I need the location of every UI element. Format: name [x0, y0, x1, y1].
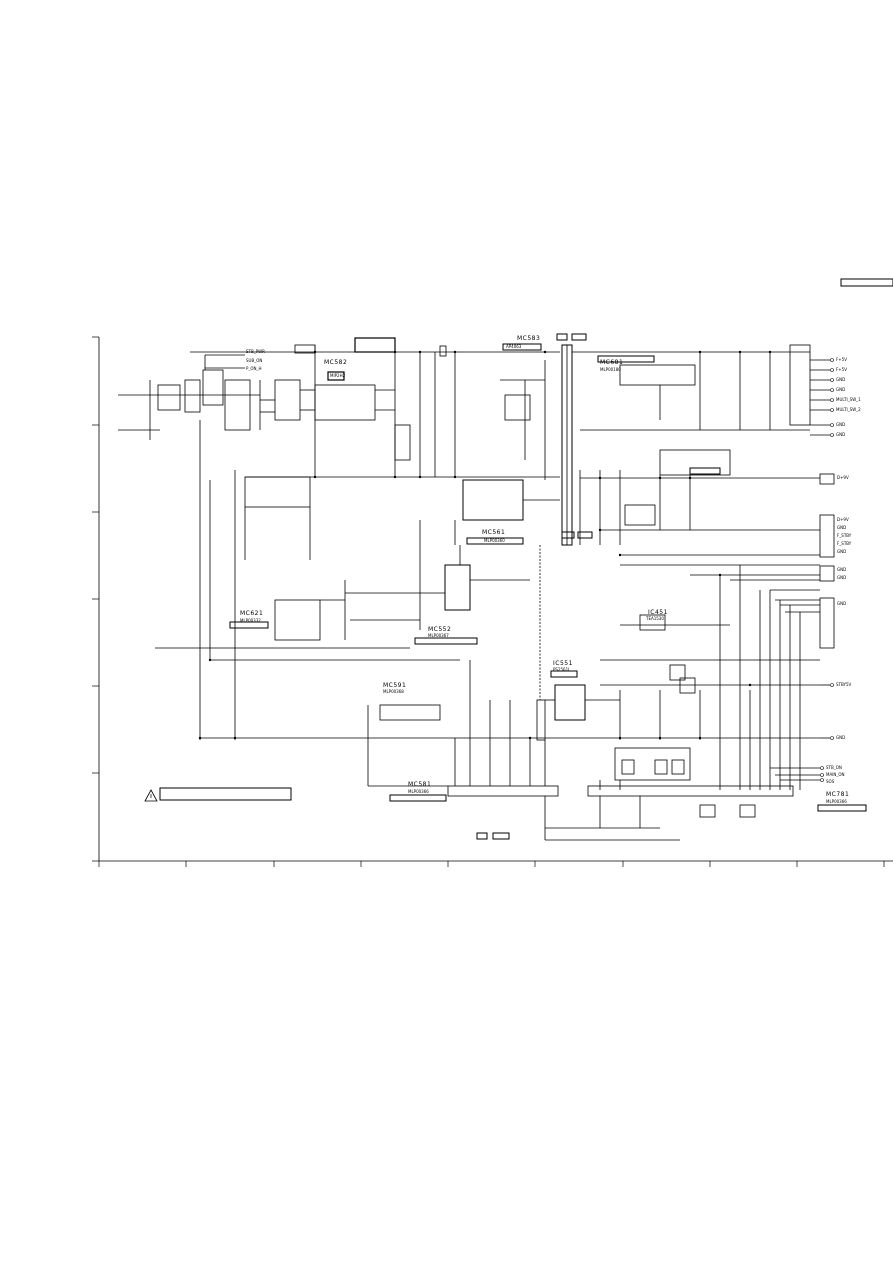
pin-label: GND: [837, 549, 847, 554]
ic-code-mc583: AP4063: [506, 344, 522, 349]
ic-label-mc621: MC621: [240, 610, 264, 617]
ic-label-mc583: MC583: [517, 335, 541, 342]
pin-label: MULTI_SW_2: [836, 407, 861, 412]
ic-label-mc681: MC681: [600, 359, 624, 366]
pin-label: F+5V: [836, 357, 847, 362]
ic-code-mc781: MLP00366: [826, 799, 847, 804]
ic-code-mc552: MLP00367: [428, 633, 449, 638]
pin-label: GND: [836, 377, 846, 382]
ic-label-mc581: MC581: [408, 781, 432, 788]
pin-label: F+5V: [836, 367, 847, 372]
ic-label-ic451: IC451: [648, 609, 668, 616]
pin-label: GND: [836, 422, 846, 427]
pin-label: STBY5V: [836, 682, 852, 687]
net-label: STB_PWR: [246, 349, 265, 354]
pin-label: GND: [837, 567, 847, 572]
ic-label-mc781: MC781: [826, 791, 850, 798]
pin-label: D+9V: [837, 475, 849, 480]
pin-label: SOS: [826, 779, 835, 784]
ic-code-ic551: PS2561L: [553, 667, 571, 672]
pin-label: GND: [837, 525, 847, 530]
pin-label: GND: [836, 387, 846, 392]
pin-label: F_STBY: [837, 533, 852, 538]
net-label: SUB_ON: [246, 358, 263, 363]
ic-code-mc621: MLP00332: [240, 618, 261, 623]
pin-label: MAIN_ON: [826, 772, 845, 777]
ic-code-mc681: MLP00180: [600, 367, 621, 372]
net-label: P_ON_H: [246, 366, 262, 371]
pin-label: GND: [836, 735, 846, 740]
pin-label: GND: [837, 601, 847, 606]
ic-label-ic551: IC551: [553, 660, 573, 667]
ic-label-mc561: MC561: [482, 529, 506, 536]
pin-label: D+9V: [837, 517, 849, 522]
pin-label: GND: [836, 432, 846, 437]
pin-label: F_STBY: [837, 541, 852, 546]
pin-label: STB_ON: [826, 765, 842, 770]
ic-code-mc582: MIP2H2: [330, 373, 346, 378]
ic-label-mc552: MC552: [428, 626, 452, 633]
warning-triangle-icon: [144, 789, 158, 802]
pin-label: MULTI_SW_1: [836, 397, 861, 402]
ic-label-mc582: MC582: [324, 359, 348, 366]
ic-label-mc591: MC591: [383, 682, 407, 689]
ic-code-ic451: TEA1530: [646, 616, 664, 621]
ic-code-mc591: MLP00368: [383, 689, 404, 694]
pin-label: GND: [837, 575, 847, 580]
ic-code-mc561: MLP00360: [484, 538, 505, 543]
ic-code-mc581: MLP00366: [408, 789, 429, 794]
